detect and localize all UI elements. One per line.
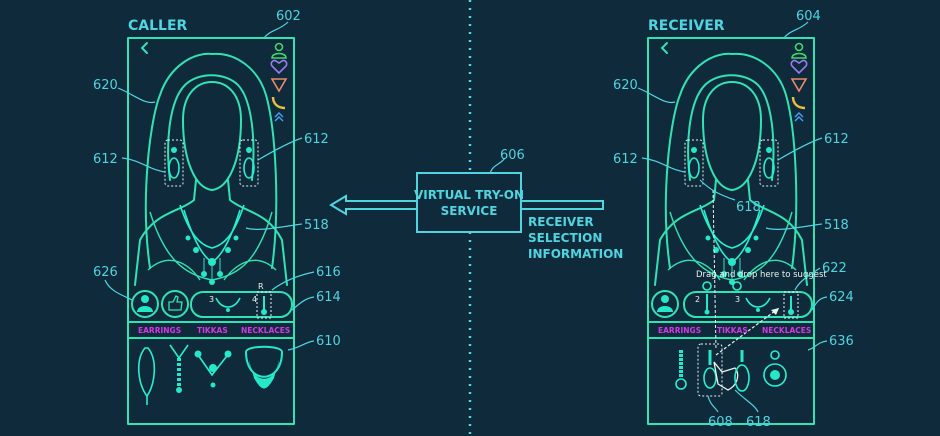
tray-number: 2 — [695, 295, 700, 304]
ref-604: 604 — [796, 9, 821, 24]
tab-necklaces[interactable]: NECKLACES — [762, 326, 811, 335]
tray-number: 4 — [252, 295, 257, 304]
tab-earrings[interactable]: EARRINGS — [138, 326, 181, 335]
receiver-title: RECEIVER — [648, 18, 725, 34]
info-line: INFORMATION — [528, 247, 623, 261]
product-item[interactable] — [763, 350, 787, 387]
product-item[interactable] — [244, 345, 284, 389]
drag-path — [715, 307, 780, 356]
ref-636: 636 — [829, 334, 854, 349]
ref-622: 622 — [822, 261, 847, 276]
caller-product-list — [138, 344, 284, 405]
tray-number: 3 — [209, 295, 214, 304]
ref-518: 518 — [304, 218, 329, 233]
ref-612-right: 612 — [824, 132, 849, 147]
tab-tikkas[interactable]: TIKKAS — [197, 326, 228, 335]
ref-518: 518 — [824, 218, 849, 233]
product-item[interactable] — [703, 350, 717, 389]
caller-phone: CALLER 602 3 4 R EARRINGS TIKKAS NECKLAC… — [93, 9, 341, 426]
ref-612-left: 612 — [93, 152, 118, 167]
ref-624: 624 — [829, 290, 854, 305]
ref-612-right: 612 — [304, 132, 329, 147]
like-button[interactable] — [161, 290, 189, 318]
ref-626: 626 — [93, 265, 118, 280]
drag-drop-hint: Drag and drop here to suggest — [696, 270, 827, 280]
virtual-try-on-service: VIRTUAL TRY-ON SERVICE 606 RECEIVER SELE… — [329, 148, 623, 261]
selection-tray[interactable] — [683, 291, 813, 318]
tab-necklaces[interactable]: NECKLACES — [241, 326, 290, 335]
tray-number: 3 — [735, 295, 740, 304]
ref-618-top: 618 — [736, 200, 761, 215]
receiver-phone: RECEIVER 604 Drag and drop here to sugge… — [613, 9, 854, 430]
product-item[interactable] — [734, 350, 750, 392]
ref-620: 620 — [93, 78, 118, 93]
caller-tabs: EARRINGS TIKKAS NECKLACES — [138, 326, 290, 335]
product-item[interactable] — [194, 350, 232, 388]
service-line1: VIRTUAL TRY-ON — [414, 188, 524, 202]
receiver-info-line — [521, 200, 604, 210]
receiver-tabs: EARRINGS TIKKAS NECKLACES — [658, 326, 811, 335]
ref-612-left: 612 — [613, 152, 638, 167]
info-line: SELECTION — [528, 231, 602, 245]
selected-product[interactable] — [697, 343, 723, 397]
info-line: RECEIVER — [528, 215, 594, 229]
product-item[interactable] — [675, 350, 687, 390]
thumbs-up-icon — [168, 295, 183, 311]
ref-606: 606 — [500, 148, 525, 163]
receiver-product-list — [675, 343, 787, 397]
ref-602: 602 — [276, 9, 301, 24]
tray-necklace-icon — [215, 297, 241, 308]
caller-title: CALLER — [128, 18, 188, 34]
product-item[interactable] — [169, 344, 189, 393]
service-line2: SERVICE — [441, 204, 498, 218]
tab-earrings[interactable]: EARRINGS — [658, 326, 701, 335]
ref-616: 616 — [316, 265, 341, 280]
ref-608: 608 — [708, 415, 733, 430]
tray-marker: R — [258, 282, 264, 291]
hand-icon — [713, 361, 739, 391]
product-item[interactable] — [138, 347, 156, 405]
ref-610: 610 — [316, 334, 341, 349]
selection-tray[interactable] — [190, 291, 293, 318]
arrow-left-icon — [329, 194, 417, 216]
tab-tikkas[interactable]: TIKKAS — [717, 326, 748, 335]
ref-620: 620 — [613, 78, 638, 93]
ref-614: 614 — [316, 290, 341, 305]
ref-618-bottom: 618 — [746, 415, 771, 430]
